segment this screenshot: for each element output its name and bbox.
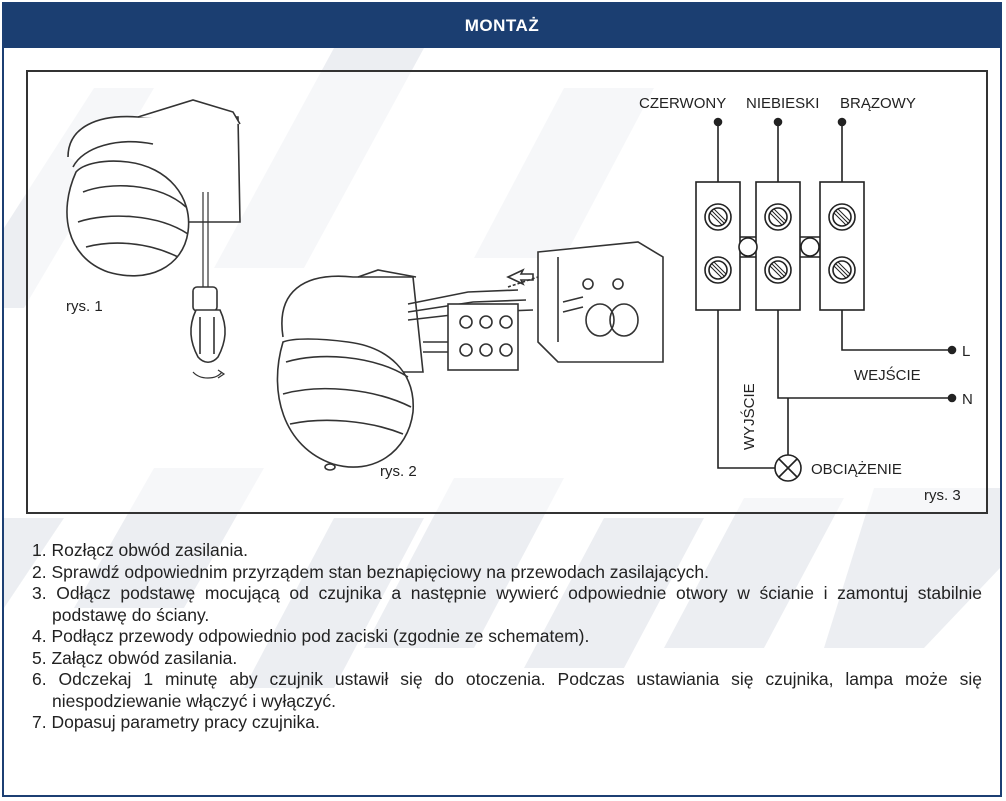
- wiring-diagram: [695, 117, 957, 482]
- section-header: MONTAŻ: [4, 4, 1000, 48]
- sensor-figure-2: [276, 241, 664, 471]
- wire-label-blue: NIEBIESKI: [746, 95, 819, 112]
- sensor-figure-1: [66, 99, 241, 379]
- installation-figures: rys. 1: [66, 95, 973, 504]
- wire-label-red: CZERWONY: [639, 95, 726, 112]
- terminal-l-label: L: [962, 343, 970, 360]
- terminal-screws: [704, 203, 856, 284]
- input-label: WEJŚCIE: [854, 366, 921, 384]
- figure-1-caption: rys. 1: [66, 298, 103, 315]
- instruction-step: 6. Odczekaj 1 minutę aby czujnik ustawił…: [32, 669, 982, 711]
- instruction-step: 4. Podłącz przewody odpowiednio pod zaci…: [32, 626, 590, 646]
- instruction-list: 1. Rozłącz obwód zasilania. 2. Sprawdź o…: [32, 540, 982, 734]
- instruction-step: 2. Sprawdź odpowiednim przyrządem stan b…: [32, 561, 710, 582]
- output-label: WYJŚCIE: [740, 383, 758, 450]
- instruction-step: 7. Dopasuj parametry pracy czujnika.: [32, 712, 320, 732]
- instruction-step: 3. Odłącz podstawę mocującą od czujnika …: [32, 583, 982, 625]
- figure-panel: rys. 1: [26, 70, 988, 514]
- wire-label-brown: BRĄZOWY: [840, 95, 916, 112]
- terminal-n-label: N: [962, 391, 973, 408]
- figure-2-caption: rys. 2: [380, 463, 417, 480]
- load-label: OBCIĄŻENIE: [811, 460, 902, 478]
- instruction-step: 5. Załącz obwód zasilania.: [32, 647, 238, 668]
- figure-3-caption: rys. 3: [924, 487, 961, 504]
- instruction-step: 1. Rozłącz obwód zasilania.: [32, 540, 248, 560]
